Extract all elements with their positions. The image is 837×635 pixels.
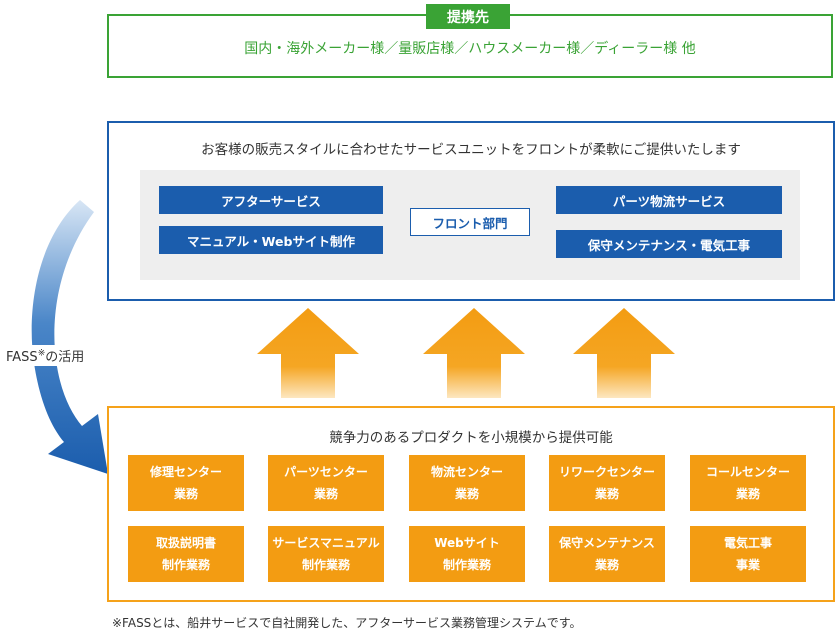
product-parts-center: パーツセンター業務 xyxy=(268,455,384,511)
up-arrows xyxy=(257,308,675,398)
product-call-center: コールセンター業務 xyxy=(690,455,806,511)
partners-tag: 提携先 xyxy=(426,4,510,29)
service-parts-logistics: パーツ物流サービス xyxy=(556,186,782,214)
product-logistics-center: 物流センター業務 xyxy=(409,455,525,511)
front-department: フロント部門 xyxy=(410,208,530,236)
fass-curved-arrow-icon xyxy=(31,200,108,474)
partners-list: 国内・海外メーカー様／量販店様／ハウスメーカー様／ディーラー様 他 xyxy=(244,41,696,57)
up-arrow-icon xyxy=(257,308,359,398)
product-repair-center: 修理センター業務 xyxy=(128,455,244,511)
product-instruction-manual: 取扱説明書制作業務 xyxy=(128,526,244,582)
footnote: ※FASSとは、船井サービスで自社開発した、アフターサービス業務管理システムです… xyxy=(112,616,582,630)
product-electrical-work: 電気工事事業 xyxy=(690,526,806,582)
front-title: お客様の販売スタイルに合わせたサービスユニットをフロントが柔軟にご提供いたします xyxy=(201,142,741,158)
service-after-service: アフターサービス xyxy=(159,186,383,214)
up-arrow-icon xyxy=(423,308,525,398)
product-maintenance: 保守メンテナンス業務 xyxy=(549,526,665,582)
product-rework-center: リワークセンター業務 xyxy=(549,455,665,511)
fass-label: FASS※の活用 xyxy=(4,345,87,366)
service-maintenance-electric: 保守メンテナンス・電気工事 xyxy=(556,230,782,258)
up-arrow-icon xyxy=(573,308,675,398)
service-manual-web: マニュアル・Webサイト制作 xyxy=(159,226,383,254)
product-service-manual: サービスマニュアル制作業務 xyxy=(268,526,384,582)
products-title: 競争力のあるプロダクトを小規模から提供可能 xyxy=(329,430,613,446)
product-website: Webサイト制作業務 xyxy=(409,526,525,582)
